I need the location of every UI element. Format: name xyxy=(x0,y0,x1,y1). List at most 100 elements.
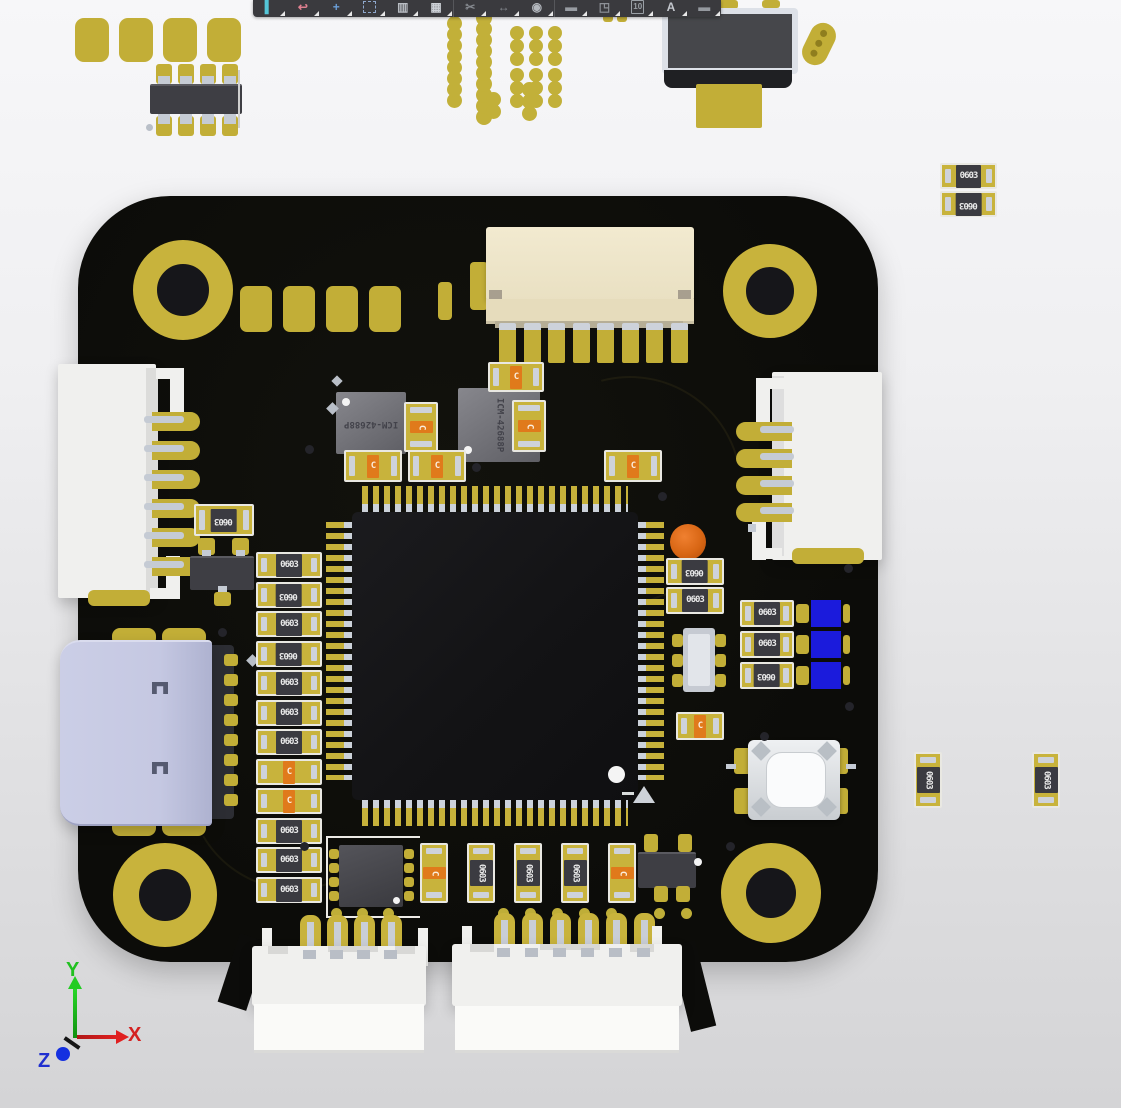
pin xyxy=(158,112,170,124)
via xyxy=(681,908,692,919)
smd-resistor[interactable]: 0603 xyxy=(256,641,322,667)
jst-connector-bottom-right[interactable] xyxy=(450,910,685,1053)
smd-resistor[interactable]: 0603 xyxy=(256,847,322,873)
connector-body xyxy=(486,227,694,301)
led-blue[interactable] xyxy=(796,631,850,658)
smd-resistor[interactable]: 0603 xyxy=(256,670,322,696)
smd-capacitor[interactable]: C xyxy=(420,843,448,903)
body-step xyxy=(470,944,494,952)
resistor-network[interactable] xyxy=(146,60,246,136)
pin xyxy=(760,480,794,487)
led-blue[interactable] xyxy=(796,662,850,689)
soic8-ic[interactable] xyxy=(326,836,422,918)
toolbar-button-crosshair[interactable]: + xyxy=(320,0,353,17)
smd-capacitor[interactable]: C xyxy=(404,402,438,452)
toolbar-button-fill[interactable]: ▬ xyxy=(553,0,588,17)
route-tool-icon: ↩ xyxy=(297,0,308,14)
smd-resistor[interactable]: 0603 xyxy=(256,877,322,903)
smd-resistor[interactable]: 0603 xyxy=(467,843,495,903)
axis-x-arrow xyxy=(116,1030,129,1044)
smd-resistor[interactable]: 0603 xyxy=(256,729,322,755)
pin xyxy=(224,674,238,686)
toolbar-button-dimension[interactable]: 10 xyxy=(621,0,654,17)
pad xyxy=(715,654,726,667)
smd-resistor[interactable]: 0603 xyxy=(740,631,794,658)
smd-capacitor[interactable]: C xyxy=(488,362,544,392)
connector-tab xyxy=(678,290,691,299)
crystal-oscillator[interactable] xyxy=(672,626,726,696)
smd-resistor[interactable]: 0603 xyxy=(256,582,322,608)
axis-y-line xyxy=(73,988,77,1038)
pin xyxy=(404,863,414,873)
smd-resistor[interactable]: 0603 xyxy=(256,700,322,726)
shielded-module[interactable] xyxy=(660,0,840,132)
toolbar-button-region[interactable]: ▬ xyxy=(688,0,721,17)
hook-arm xyxy=(756,378,770,422)
smd-capacitor[interactable]: C xyxy=(512,400,546,452)
toolbar-button-cursor[interactable]: ▍ xyxy=(253,0,286,17)
smd-resistor[interactable]: 0603 xyxy=(940,163,997,189)
pad xyxy=(369,286,401,332)
jst-connector-right[interactable] xyxy=(730,368,890,572)
mounting-hole xyxy=(113,843,217,947)
floating-toolbar[interactable]: ▍ ↩ + ▥ ▦ ✂ ↔ ◉ ▬ ◳ 10 A ▬ xyxy=(253,0,721,17)
smd-resistor[interactable]: 0603 xyxy=(740,662,794,689)
resistor-label: 0603 xyxy=(276,671,302,695)
led-blue[interactable] xyxy=(796,600,850,627)
pad xyxy=(843,666,850,685)
toolbar-button-padstack[interactable]: ▥ xyxy=(386,0,419,17)
smd-resistor[interactable]: 0603 xyxy=(666,558,724,585)
smd-resistor[interactable]: 0603 xyxy=(256,611,322,637)
toolbar-button-cutter[interactable]: ✂ xyxy=(452,0,487,17)
status-led-orange[interactable] xyxy=(670,524,706,560)
cutter-tool-icon: ✂ xyxy=(465,0,476,14)
toolbar-button-linebox[interactable]: ◳ xyxy=(588,0,621,17)
jst-connector-bottom-left[interactable] xyxy=(250,912,430,1053)
sot23-5-regulator[interactable] xyxy=(636,830,706,906)
smd-resistor[interactable]: 0603 xyxy=(740,600,794,627)
toolbar-button-marquee[interactable] xyxy=(353,0,386,17)
pin xyxy=(646,323,663,363)
pad xyxy=(654,886,668,902)
pad xyxy=(163,18,197,62)
smd-resistor[interactable]: 0603 xyxy=(256,818,322,844)
smd-resistor[interactable]: 0603 xyxy=(1032,752,1060,808)
silk-corner xyxy=(622,792,634,795)
silk-line xyxy=(238,70,240,128)
usb-c-connector[interactable] xyxy=(58,626,243,838)
toolbar-button-route[interactable]: ↩ xyxy=(286,0,319,17)
ic-body xyxy=(339,845,403,907)
smd-capacitor[interactable]: C xyxy=(676,712,724,740)
toolbar-button-probe[interactable]: ◉ xyxy=(520,0,553,17)
toolbar-button-text[interactable]: A xyxy=(654,0,687,17)
via xyxy=(748,524,756,532)
mcu-qfp[interactable] xyxy=(320,480,670,830)
smd-resistor[interactable]: 0603 xyxy=(256,552,322,578)
smd-capacitor[interactable]: C xyxy=(604,450,662,482)
smd-capacitor[interactable]: C xyxy=(408,450,466,482)
smd-capacitor[interactable]: C xyxy=(344,450,402,482)
toolbar-button-measure[interactable]: ↔ xyxy=(487,0,520,17)
ffc-connector[interactable] xyxy=(470,227,696,363)
boot-button[interactable] xyxy=(724,736,858,822)
pin-hook xyxy=(381,915,402,950)
pad xyxy=(672,654,683,667)
smd-resistor[interactable]: 0603 xyxy=(194,504,254,536)
toolbar-button-component[interactable]: ▦ xyxy=(419,0,452,17)
sot23-transistor[interactable] xyxy=(188,536,256,608)
smd-resistor[interactable]: 0603 xyxy=(940,191,997,217)
pin xyxy=(202,112,214,124)
smd-resistor[interactable]: 0603 xyxy=(561,843,589,903)
smd-capacitor[interactable]: C xyxy=(256,788,322,814)
resistor-label: 0603 xyxy=(276,819,302,843)
smd-resistor[interactable]: 0603 xyxy=(514,843,542,903)
smd-resistor[interactable]: 0603 xyxy=(914,752,942,808)
via-stack xyxy=(529,26,543,40)
pad xyxy=(678,834,692,852)
smd-capacitor[interactable]: C xyxy=(608,843,636,903)
jst-connector-left[interactable] xyxy=(55,362,215,610)
smd-resistor[interactable]: 0603 xyxy=(666,587,724,614)
smd-capacitor[interactable]: C xyxy=(256,759,322,785)
connector-lower xyxy=(455,1006,679,1053)
